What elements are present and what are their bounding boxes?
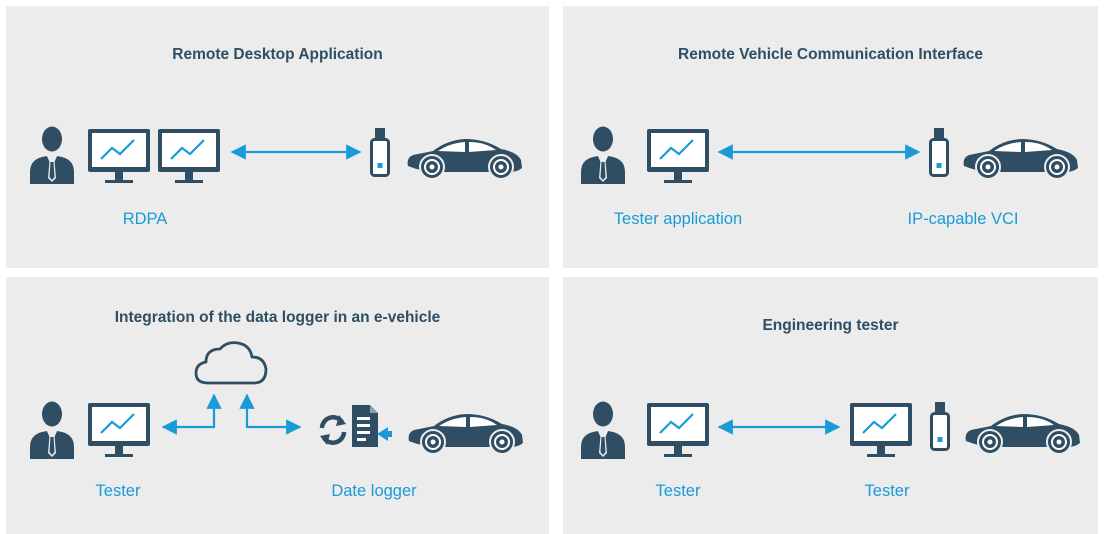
vci-dongle-icon: [929, 126, 949, 177]
person-icon: [581, 401, 625, 459]
monitor-icon: [645, 401, 711, 459]
cloud-icon: [194, 341, 268, 385]
monitor-icon: [86, 127, 152, 185]
label-rdpa: RDPA: [122, 210, 168, 228]
vci-dongle-icon: [930, 400, 950, 451]
vci-dongle-icon: [370, 126, 390, 177]
panel-title: Remote Desktop Application: [172, 46, 383, 63]
person-icon: [30, 126, 74, 184]
diagram-remote-vci: [581, 126, 1079, 185]
monitor-icon: [86, 401, 152, 459]
panel-remote-vci: Remote Vehicle Communication Interface T…: [563, 6, 1098, 268]
car-icon: [962, 138, 1079, 180]
label-tester-right: Tester: [864, 482, 910, 500]
person-icon: [581, 126, 625, 184]
label-tester: Tester: [95, 482, 141, 500]
label-date-logger: Date logger: [331, 482, 417, 500]
panel-data-logger-integration: Integration of the data logger in an e-v…: [6, 277, 549, 534]
panel-title: Remote Vehicle Communication Interface: [678, 46, 983, 63]
double-arrow-icon: [239, 393, 302, 435]
label-tester-application: Tester application: [613, 210, 743, 228]
monitor-icon: [848, 401, 914, 459]
diagram-engineering-tester: [581, 400, 1081, 459]
car-icon: [406, 138, 523, 180]
panel-engineering-tester: Engineering tester Tester Tester: [563, 277, 1098, 534]
sync-icon: [320, 415, 346, 445]
panel-title: Integration of the data logger in an e-v…: [114, 309, 441, 326]
panel-title: Engineering tester: [762, 317, 899, 334]
double-arrow-icon: [161, 393, 222, 435]
diagram-rdpa: [30, 126, 523, 185]
monitor-icon: [156, 127, 222, 185]
person-icon: [30, 401, 74, 459]
document-icon: [352, 405, 392, 447]
car-icon: [407, 413, 524, 455]
diagram-data-logger: [30, 341, 524, 459]
label-ip-capable-vci: IP-capable VCI: [907, 210, 1019, 228]
panel-remote-desktop-application: Remote Desktop Application RDPA: [6, 6, 549, 268]
car-icon: [964, 413, 1081, 455]
label-tester-left: Tester: [655, 482, 701, 500]
monitor-icon: [645, 127, 711, 185]
